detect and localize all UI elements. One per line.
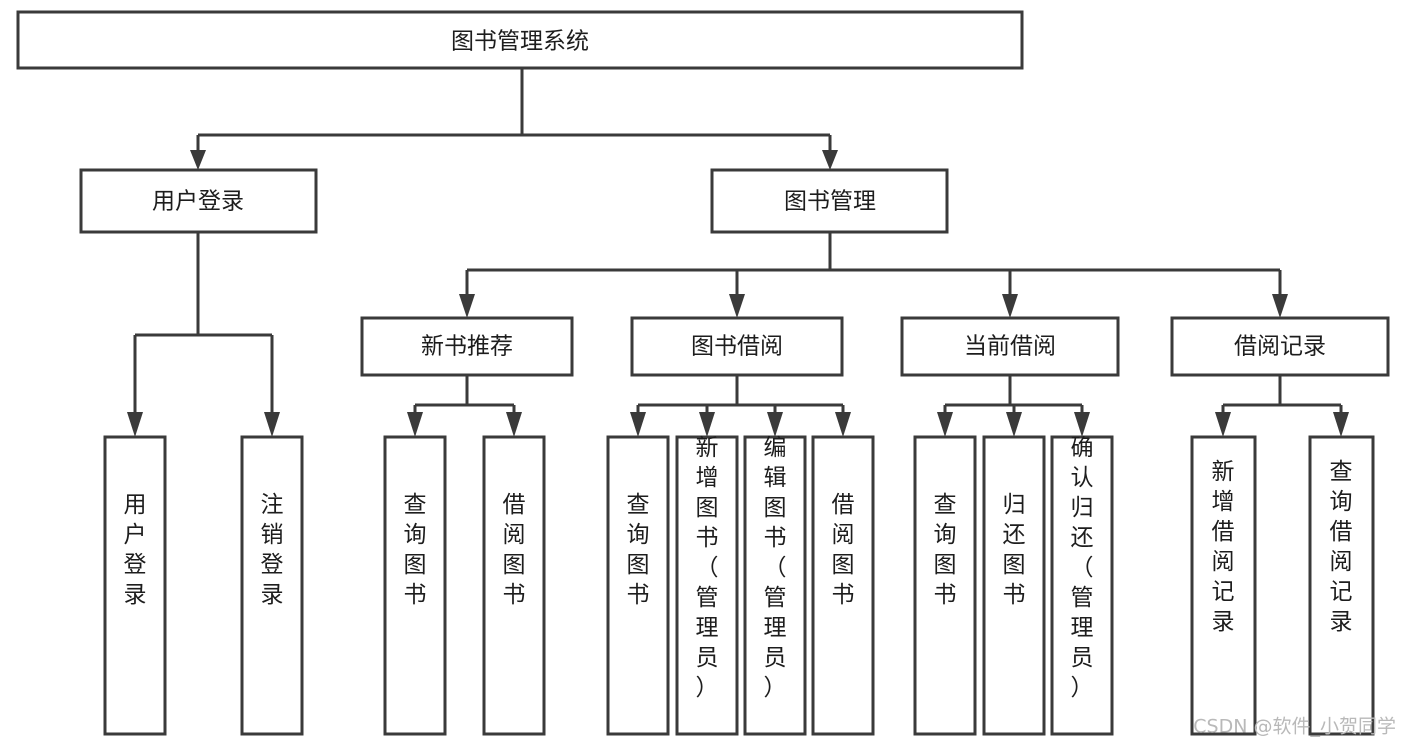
csdn-watermark: CSDN @软件_小贺同学 xyxy=(1193,716,1396,738)
arrow-to-book-borrow xyxy=(729,294,745,318)
leaf-node[interactable]: 用户登录 xyxy=(103,435,167,736)
arrow-to-leaf-bb-query xyxy=(630,412,646,437)
node-user-login[interactable]: 用户登录 xyxy=(79,168,318,234)
user-login-label: 用户登录 xyxy=(152,189,244,215)
borrow-record-box[interactable] xyxy=(1170,316,1390,377)
arrow-to-leaf-br-add xyxy=(1215,412,1231,437)
leaf-label-bb-query: 查询图书 xyxy=(627,492,650,608)
arrow-to-leaf-nb-query xyxy=(407,412,423,437)
borrow-record-label: 借阅记录 xyxy=(1234,334,1326,360)
leaf-node[interactable]: 编辑图书（管理员） xyxy=(743,435,807,736)
leaf-node[interactable]: 借阅图书 xyxy=(482,435,546,736)
leaf-node[interactable]: 新增借阅记录 xyxy=(1190,435,1257,736)
leaf-label-br-add: 新增借阅记录 xyxy=(1212,459,1235,635)
root-box[interactable] xyxy=(16,10,1024,70)
arrow-to-leaf-nb-borrow xyxy=(506,412,522,437)
arrow-to-leaf-br-query xyxy=(1333,412,1349,437)
leaf-label-logout: 注销登录 xyxy=(261,492,284,608)
leaf-node[interactable]: 查询图书 xyxy=(383,435,447,736)
arrow-to-leaf-cb-return xyxy=(1006,412,1022,437)
leaf-box-logout[interactable] xyxy=(240,435,304,736)
leaf-box-br-add[interactable] xyxy=(1190,435,1257,736)
arrow-to-user-login xyxy=(190,150,206,170)
leaf-label-nb-query: 查询图书 xyxy=(404,492,427,608)
node-borrow-record[interactable]: 借阅记录 xyxy=(1170,316,1390,377)
leaf-box-user-login[interactable] xyxy=(103,435,167,736)
leaf-label-nb-borrow: 借阅图书 xyxy=(503,492,526,608)
leaf-box-br-query[interactable] xyxy=(1308,435,1375,736)
arrow-to-new-book xyxy=(459,294,475,318)
leaf-node[interactable]: 借阅图书 xyxy=(811,435,875,736)
leaf-box-bb-edit[interactable] xyxy=(743,435,807,736)
user-login-box[interactable] xyxy=(79,168,318,234)
leaf-label-bb-add: 新增图书（管理员） xyxy=(696,435,719,701)
leaf-label-bb-borrow: 借阅图书 xyxy=(832,492,855,608)
leaf-box-cb-confirm[interactable] xyxy=(1050,435,1114,736)
book-manage-box[interactable] xyxy=(710,168,949,234)
leaf-box-cb-return[interactable] xyxy=(982,435,1046,736)
node-book-borrow[interactable]: 图书借阅 xyxy=(630,316,844,377)
arrow-to-leaf-cb-query xyxy=(937,412,953,437)
leaf-box-nb-query[interactable] xyxy=(383,435,447,736)
arrow-to-current-borrow xyxy=(1002,294,1018,318)
arrow-to-leaf-logout xyxy=(264,412,280,437)
root-label: 图书管理系统 xyxy=(451,29,589,55)
book-borrow-box[interactable] xyxy=(630,316,844,377)
leaf-label-cb-return: 归还图书 xyxy=(1003,492,1026,608)
leaf-node[interactable]: 注销登录 xyxy=(240,435,304,736)
current-borrow-label: 当前借阅 xyxy=(964,334,1056,360)
arrow-to-leaf-bb-edit xyxy=(767,412,783,437)
current-borrow-box[interactable] xyxy=(900,316,1120,377)
arrow-to-leaf-bb-add xyxy=(699,412,715,437)
new-book-label: 新书推荐 xyxy=(421,334,513,360)
node-book-manage[interactable]: 图书管理 xyxy=(710,168,949,234)
leaf-box-bb-borrow[interactable] xyxy=(811,435,875,736)
leaf-box-bb-query[interactable] xyxy=(606,435,670,736)
leaf-node[interactable]: 查询图书 xyxy=(913,435,977,736)
leaf-node[interactable]: 归还图书 xyxy=(982,435,1046,736)
node-current-borrow[interactable]: 当前借阅 xyxy=(900,316,1120,377)
arrow-to-leaf-bb-borrow xyxy=(835,412,851,437)
leaf-label-bb-edit: 编辑图书（管理员） xyxy=(764,435,787,701)
arrow-to-book-manage xyxy=(822,150,838,170)
node-root[interactable]: 图书管理系统 xyxy=(16,10,1024,70)
leaf-node[interactable]: 确认归还（管理员） xyxy=(1050,435,1114,736)
arrow-to-leaf-cb-confirm xyxy=(1074,412,1090,437)
node-new-book-recommend[interactable]: 新书推荐 xyxy=(360,316,574,377)
arrow-to-borrow-record xyxy=(1272,294,1288,318)
leaf-box-cb-query[interactable] xyxy=(913,435,977,736)
leaf-label-br-query: 查询借阅记录 xyxy=(1330,459,1353,635)
leaf-node[interactable]: 查询借阅记录 xyxy=(1308,435,1375,736)
leaf-node[interactable]: 新增图书（管理员） xyxy=(675,435,739,736)
leaf-label-user-login: 用户登录 xyxy=(124,492,147,608)
book-manage-label: 图书管理 xyxy=(784,189,876,215)
book-borrow-label: 图书借阅 xyxy=(691,334,783,360)
leaf-label-cb-query: 查询图书 xyxy=(934,492,957,608)
leaf-label-cb-confirm: 确认归还（管理员） xyxy=(1071,435,1094,701)
leaf-node[interactable]: 查询图书 xyxy=(606,435,670,736)
leaf-box-nb-borrow[interactable] xyxy=(482,435,546,736)
connectors-group xyxy=(127,68,1349,437)
leaf-box-bb-add[interactable] xyxy=(675,435,739,736)
arrow-to-leaf-user-login xyxy=(127,412,143,437)
new-book-box[interactable] xyxy=(360,316,574,377)
